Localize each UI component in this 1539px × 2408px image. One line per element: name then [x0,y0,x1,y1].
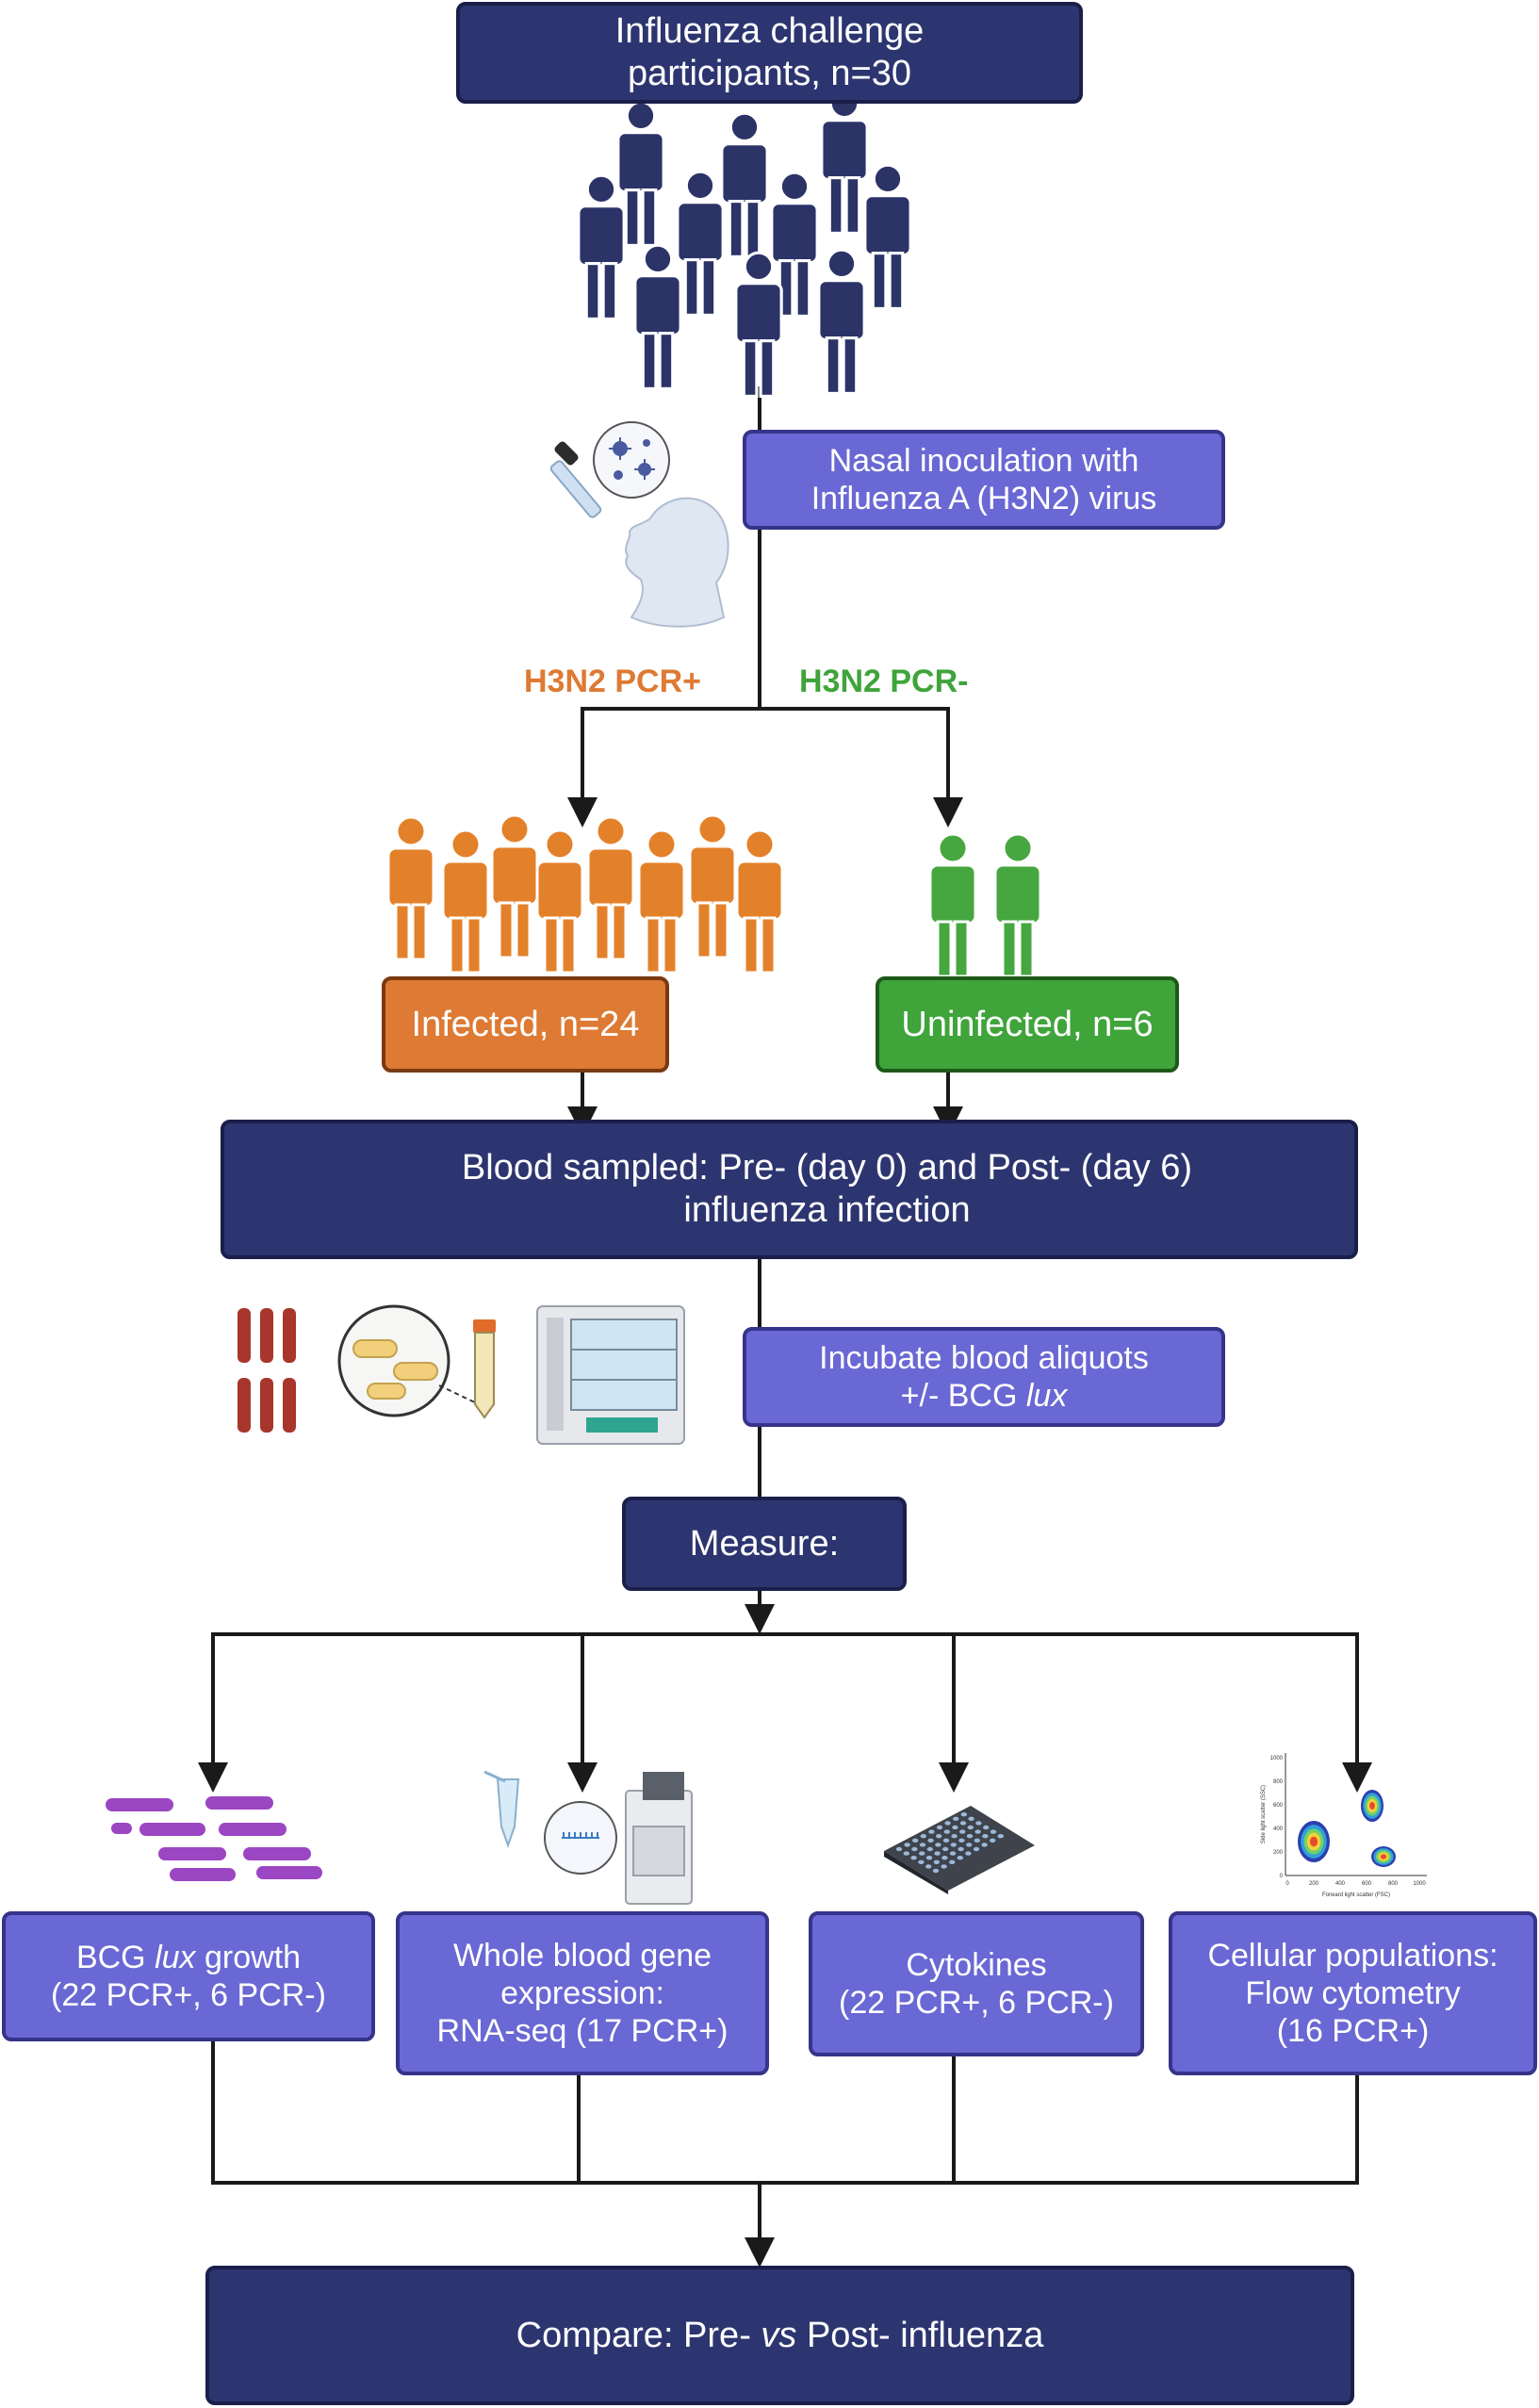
flow-line1: Cellular populations: [1207,1937,1498,1974]
rna-line1: Whole blood gene [452,1937,712,1974]
measure-box: Measure: [622,1497,907,1591]
flow-x-tick: 1000 [1413,1881,1426,1887]
flow-y-tick: 0 [1280,1874,1284,1879]
cytokines-box: Cytokines (22 PCR+, 6 PCR-) [809,1911,1144,2056]
flow-y-tick: 400 [1273,1826,1284,1832]
rna-line3: RNA-seq (17 PCR+) [436,2013,729,2050]
flow-x-tick: 600 [1362,1881,1372,1887]
compare-suffix: Post- influenza [796,2315,1044,2355]
participants-box: Influenza challenge participants, n=30 [456,2,1083,104]
flow-density-ring [1369,1801,1375,1810]
blood-sampled-box: Blood sampled: Pre- (day 0) and Post- (d… [221,1120,1358,1259]
pcr-positive-label: H3N2 PCR+ [524,663,702,699]
well-plate-icon [884,1806,1035,1894]
flow-line3: (16 PCR+) [1276,2013,1430,2050]
flow-line2: Flow cytometry [1245,1974,1461,2011]
flow-y-label: Side light scatter (SSC) [1261,1785,1267,1843]
nasal-inoculation-icon [549,421,729,628]
incubate-line1: Incubate blood aliquots [819,1339,1149,1376]
cytokines-line2: (22 PCR+, 6 PCR-) [839,1985,1114,2021]
participants-line1: Influenza challenge [614,11,925,52]
incubator-icon [536,1305,685,1445]
flow-x-tick: 800 [1388,1881,1399,1887]
flow-density-ring [1309,1836,1318,1847]
flow-x-label: Forward light scatter (FSC) [1322,1892,1390,1898]
blood-line1: Blood sampled: Pre- (day 0) and Post- (d… [461,1148,1193,1188]
infected-people-icon [386,813,784,975]
measure-label: Measure: [689,1523,840,1564]
flow-y-tick: 200 [1273,1850,1284,1856]
bcg-prefix: BCG [75,1939,156,1975]
flow-y-tick: 1000 [1270,1756,1284,1761]
bcg-suffix: growth [195,1939,302,1975]
incubate-line2: +/- BCG lux [901,1377,1068,1415]
sequencer-icon [483,1770,693,1905]
inoculation-line2: Influenza A (H3N2) virus [810,481,1157,516]
bcg-bacteria-icon [106,1796,322,1881]
infected-box: Infected, n=24 [382,976,669,1073]
incubate-box: Incubate blood aliquots +/- BCG lux [743,1327,1225,1427]
falcon-tube-icon [473,1319,496,1419]
flow-y-tick: 800 [1273,1779,1284,1785]
blood-line2: influenza infection [683,1190,971,1230]
rna-seq-box: Whole blood gene expression: RNA-seq (17… [396,1911,769,2075]
incubate-line2-prefix: +/- BCG [900,1378,1026,1414]
uninfected-label: Uninfected, n=6 [901,1004,1154,1044]
participants-line2: participants, n=30 [627,54,912,93]
blood-tubes-icon [237,1308,296,1433]
bcg-growth-box: BCG lux growth (22 PCR+, 6 PCR-) [2,1911,375,2041]
flow-y-tick: 600 [1273,1803,1284,1809]
inoculation-line1: Nasal inoculation with [828,442,1139,479]
incubation-illustration [237,1304,685,1445]
rna-line2: expression: [500,1974,664,2011]
flow-cytometry-box: Cellular populations: Flow cytometry (16… [1169,1911,1537,2075]
flow-x-tick: 200 [1309,1881,1319,1887]
bacteria-icon [337,1304,480,1417]
inoculation-box: Nasal inoculation with Influenza A (H3N2… [743,430,1225,530]
infected-label: Infected, n=24 [411,1004,640,1044]
incubate-line2-italic: lux [1025,1378,1068,1414]
compare-label: Compare: Pre- vs Post- influenza [516,2315,1044,2357]
compare-prefix: Compare: Pre- [516,2315,761,2355]
compare-italic: vs [761,2315,797,2355]
compare-box: Compare: Pre- vs Post- influenza [205,2266,1354,2405]
bcg-line2: (22 PCR+, 6 PCR-) [51,1977,326,2013]
pcr-negative-label: H3N2 PCR- [799,663,969,699]
flow-density-ring [1380,1854,1387,1859]
cytokines-line1: Cytokines [906,1946,1047,1983]
flow-x-tick: 400 [1335,1881,1346,1887]
uninfected-box: Uninfected, n=6 [876,976,1179,1073]
bcg-italic: lux [155,1939,196,1975]
flow-x-tick: 0 [1285,1881,1289,1887]
bcg-line1: BCG lux growth [76,1939,301,1976]
uninfected-people-icon [928,832,1042,978]
